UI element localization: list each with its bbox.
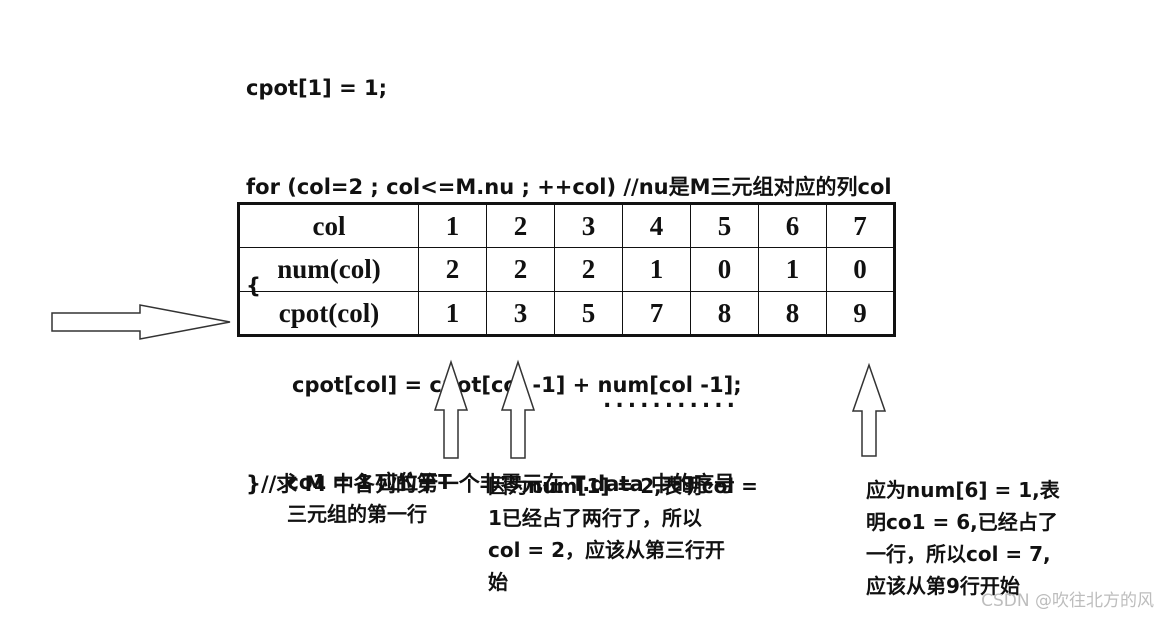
code-line-2: for (col=2 ; col<=M.nu ; ++col) //nu是M三元… (246, 175, 892, 199)
ellipsis-dots: ........... (603, 388, 739, 413)
row-header-num: num(col) (238, 247, 419, 292)
row-header-cpot: cpot(col) (238, 291, 419, 336)
table-cell: 8 (758, 291, 827, 336)
table-row-col: col 1 2 3 4 5 6 7 (238, 203, 895, 248)
table-cell: 2 (486, 247, 555, 292)
table-cell: 0 (826, 247, 895, 292)
table-row-num: num(col) 2 2 2 1 0 1 0 (238, 247, 895, 292)
cpot-table: col 1 2 3 4 5 6 7 num(col) 2 2 2 1 0 1 0… (237, 202, 896, 337)
table-cell: 2 (418, 247, 487, 292)
note-col1: co1 = 1 应位于T 三元组的第一行 (287, 470, 452, 526)
code-line-5: }//求 M 中各列的第一个非零元在 T.data 中的序号 (246, 472, 735, 496)
table-row-cpot: cpot(col) 1 3 5 7 8 8 9 (238, 291, 895, 336)
table-cell: 4 (622, 203, 691, 248)
right-arrow-icon (51, 304, 231, 340)
table-cell: 1 (758, 247, 827, 292)
watermark: CSDN @吹往北方的风 (981, 591, 1154, 611)
note-col2: 因为num[1] = 2,表明col = 1已经占了两行了，所以 col = 2… (488, 474, 758, 594)
row-header-col: col (238, 203, 419, 248)
code-line-1: cpot[1] = 1; (246, 76, 387, 100)
table-cell: 9 (826, 291, 895, 336)
note-col7: 应为num[6] = 1,表 明co1 = 6,已经占了 一行，所以col = … (866, 478, 1060, 598)
up-arrow-icon (851, 362, 887, 457)
table-cell: 1 (418, 291, 487, 336)
table-cell: 3 (486, 291, 555, 336)
table-cell: 5 (690, 203, 759, 248)
table-cell: 2 (554, 247, 623, 292)
up-arrow-icon (500, 359, 536, 459)
up-arrow-icon (433, 359, 469, 459)
table-cell: 7 (622, 291, 691, 336)
table-cell: 7 (826, 203, 895, 248)
